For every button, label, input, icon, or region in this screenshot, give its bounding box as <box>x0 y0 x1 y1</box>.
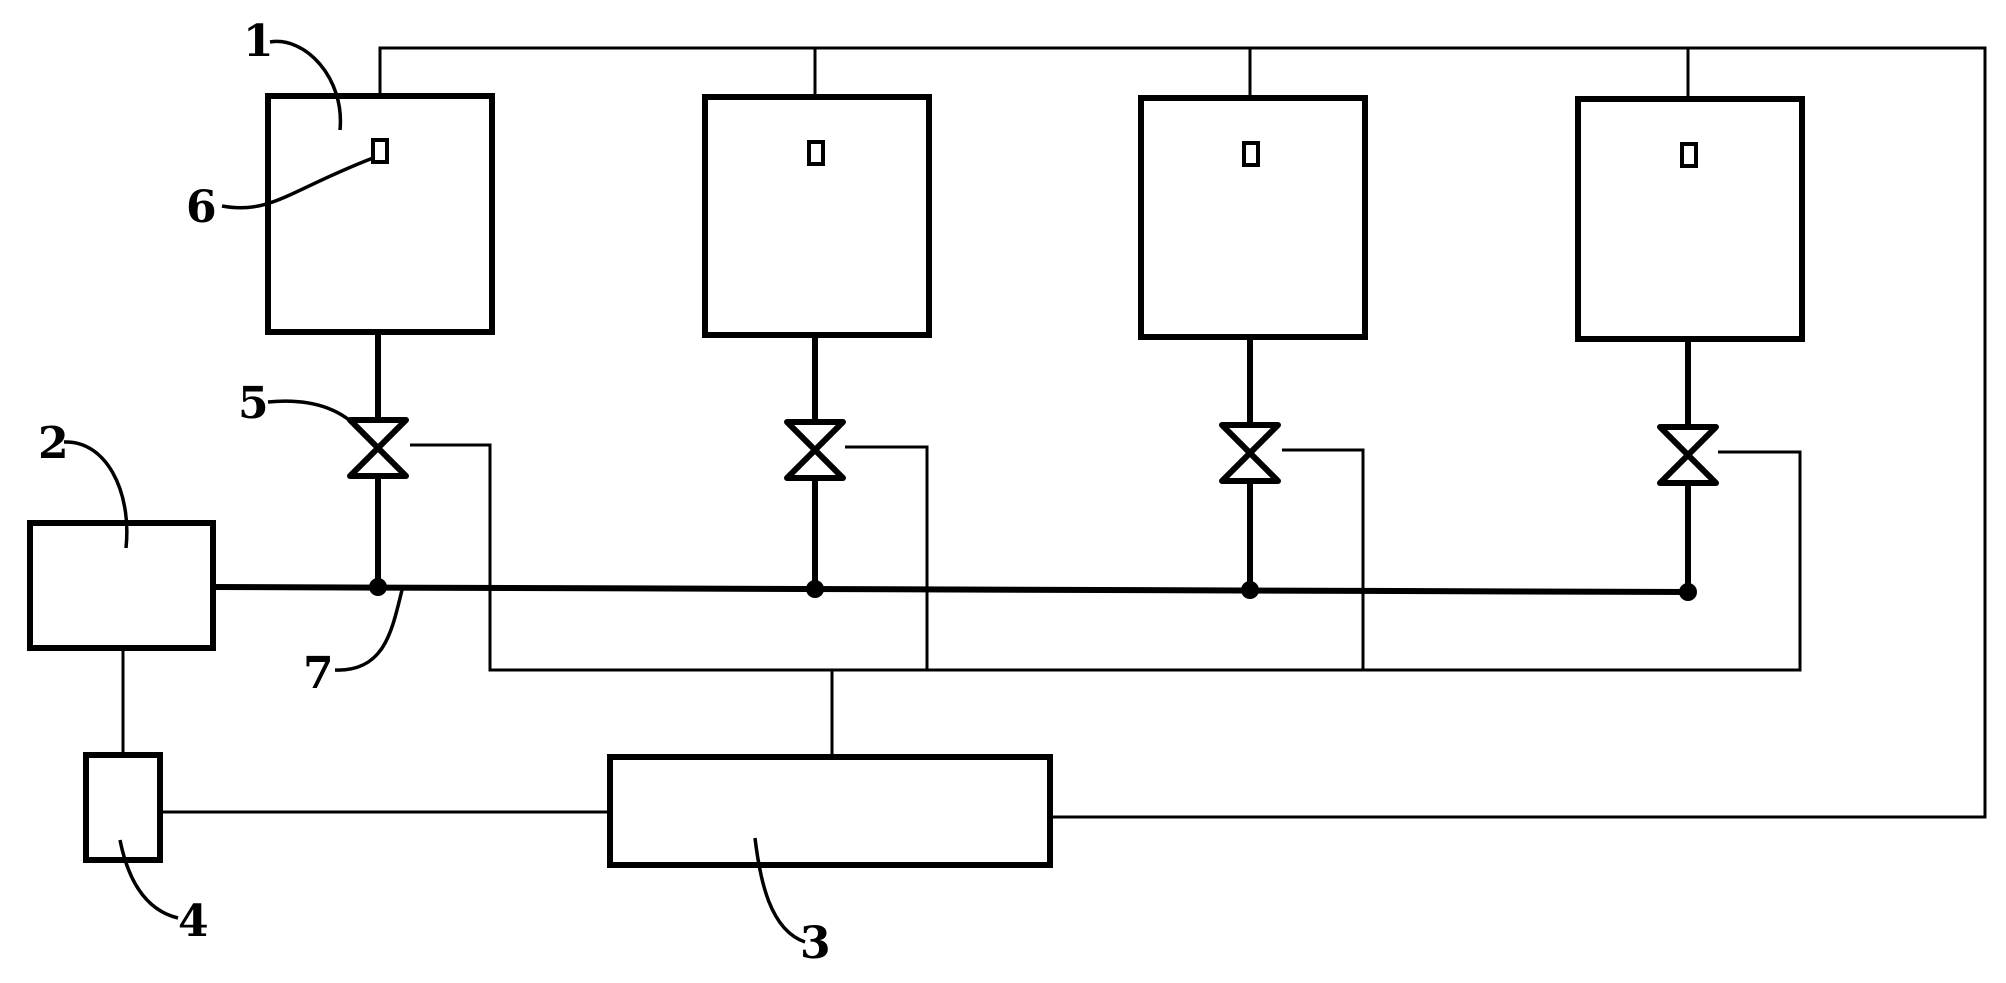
sensor-bus-line <box>378 46 1987 819</box>
valve-control-line-2 <box>845 445 929 670</box>
reference-labels: 1 6 5 2 7 4 3 <box>38 16 831 969</box>
leader-pipe <box>334 589 404 672</box>
junction-dot-4 <box>1679 583 1697 601</box>
junction-dot-2 <box>806 580 824 598</box>
leader-valve <box>267 399 362 432</box>
label-valve: 5 <box>238 378 269 429</box>
valve-4 <box>1657 424 1719 486</box>
junction-dot-3 <box>1241 581 1259 599</box>
valves <box>347 417 1719 486</box>
tank-3 <box>1138 95 1368 340</box>
label-pipe: 7 <box>303 648 334 699</box>
leader-pump <box>63 440 129 549</box>
valve-2 <box>784 419 846 481</box>
sensor-3 <box>1242 141 1260 167</box>
label-tank: 1 <box>243 16 274 67</box>
label-controller: 3 <box>800 918 831 969</box>
leader-tank <box>269 39 343 131</box>
motor-box <box>83 752 163 863</box>
pipe-network <box>212 332 1697 601</box>
sensor-2 <box>807 140 825 166</box>
tank-2 <box>702 94 932 338</box>
sensor-4 <box>1680 142 1698 168</box>
junction-dot-1 <box>369 578 387 596</box>
leader-lines <box>63 39 806 944</box>
label-sensor: 6 <box>186 182 217 233</box>
valve-control-line-4 <box>490 450 1802 672</box>
label-motor: 4 <box>178 896 209 947</box>
controller-box <box>607 754 1053 868</box>
valve-control-line-1 <box>410 443 927 672</box>
leader-sensor <box>221 156 374 210</box>
leader-controller <box>753 837 806 944</box>
main-pipe <box>212 584 1689 595</box>
valve-1 <box>347 417 409 479</box>
valve-3 <box>1219 422 1281 484</box>
valve-control-line-3 <box>1282 448 1365 670</box>
leader-motor <box>118 839 179 920</box>
sensors <box>371 138 1698 168</box>
label-pump: 2 <box>38 418 69 469</box>
pump-box <box>27 520 216 651</box>
tank-4 <box>1575 96 1805 342</box>
tank-1 <box>265 93 495 335</box>
sensor-1 <box>371 138 389 164</box>
tanks <box>265 93 1805 342</box>
signal-wiring <box>121 46 1987 819</box>
